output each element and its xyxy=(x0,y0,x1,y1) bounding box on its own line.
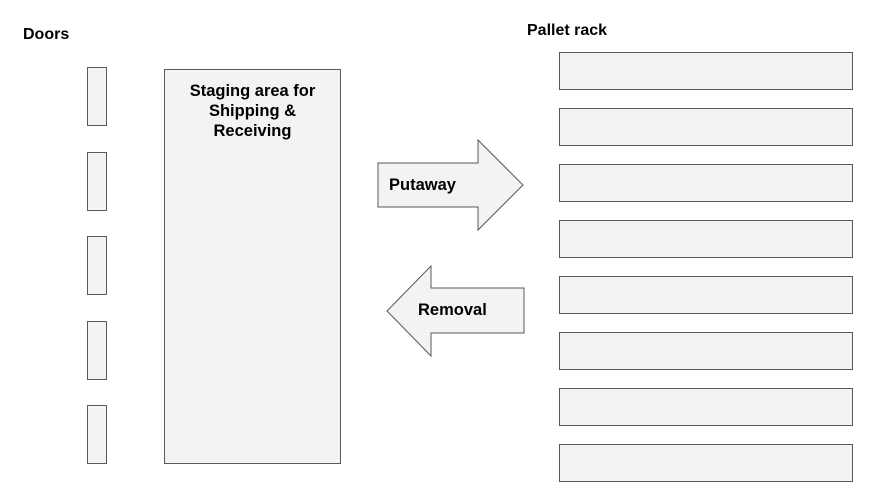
pallet-rack-row xyxy=(559,332,853,370)
pallet-rack-row xyxy=(559,52,853,90)
door xyxy=(87,236,107,295)
pallet-rack-row xyxy=(559,388,853,426)
putaway-arrow xyxy=(377,138,524,232)
door xyxy=(87,152,107,211)
door xyxy=(87,321,107,380)
staging-area: Staging area for Shipping & Receiving xyxy=(164,69,341,464)
pallet-rack-row xyxy=(559,164,853,202)
pallet-rack-row xyxy=(559,108,853,146)
pallet-rack-title: Pallet rack xyxy=(527,22,608,39)
door xyxy=(87,405,107,464)
staging-area-label: Staging area for Shipping & Receiving xyxy=(189,82,316,140)
removal-arrow xyxy=(386,264,525,358)
pallet-rack-row xyxy=(559,444,853,482)
removal-label: Removal xyxy=(418,301,487,319)
doors-title: Doors xyxy=(23,26,70,43)
pallet-rack-row xyxy=(559,220,853,258)
pallet-rack-row xyxy=(559,276,853,314)
putaway-label: Putaway xyxy=(389,176,456,194)
door xyxy=(87,67,107,126)
